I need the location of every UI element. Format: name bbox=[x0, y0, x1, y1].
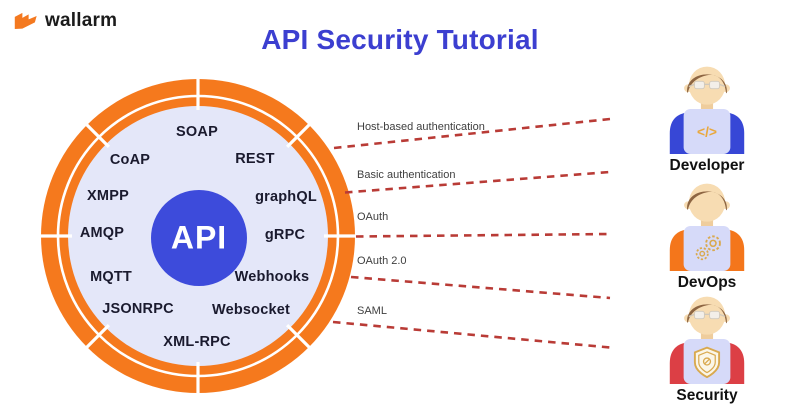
protocol-graphql: graphQL bbox=[255, 189, 317, 205]
api-hub-label: API bbox=[170, 219, 228, 256]
wallarm-logo: wallarm bbox=[13, 9, 117, 32]
shield-icon bbox=[693, 346, 721, 379]
auth-basic-label: Basic authentication bbox=[357, 169, 456, 181]
ring-segment-dividers bbox=[40, 79, 356, 394]
page-title: API Security Tutorial bbox=[261, 24, 539, 55]
protocol-webhooks: Webhooks bbox=[234, 269, 310, 285]
hair bbox=[687, 191, 727, 211]
persona-devops: DevOps bbox=[662, 181, 752, 292]
logo-wordmark: wallarm bbox=[45, 9, 118, 31]
protocol-rest: REST bbox=[235, 151, 275, 167]
glasses-icon bbox=[688, 310, 726, 320]
protocol-grpc: gRPC bbox=[264, 227, 306, 243]
hair bbox=[687, 304, 727, 324]
developer-avatar: </> bbox=[669, 66, 745, 154]
connector-oauth bbox=[355, 232, 611, 238]
protocol-soap: SOAP bbox=[176, 124, 218, 140]
persona-developer: </> Developer bbox=[662, 64, 752, 175]
auth-oauth-label: OAuth bbox=[357, 211, 389, 223]
devops-avatar bbox=[669, 183, 745, 271]
persona-security: Security bbox=[662, 294, 752, 405]
api-hub-circle bbox=[151, 190, 247, 286]
connector-oauth2 bbox=[350, 275, 611, 300]
devops-label: DevOps bbox=[677, 274, 737, 291]
protocol-mqtt: MQTT bbox=[90, 269, 132, 285]
hair bbox=[687, 74, 727, 94]
laptop bbox=[683, 109, 731, 154]
protocol-xmpp: XMPP bbox=[87, 188, 129, 204]
segmented-ring bbox=[40, 79, 356, 394]
connector-saml bbox=[332, 320, 611, 349]
glasses-icon bbox=[688, 80, 726, 90]
security-avatar bbox=[669, 296, 745, 384]
auth-host-based-label: Host-based authentication bbox=[357, 121, 485, 133]
developer-label: Developer bbox=[669, 157, 745, 174]
auth-oauth2-label: OAuth 2.0 bbox=[357, 255, 407, 267]
code-icon: </> bbox=[697, 124, 717, 140]
protocol-coap: CoAP bbox=[109, 152, 151, 168]
api-protocol-wheel: SOAP CoAP REST XMPP graphQL AMQP gRPC MQ… bbox=[40, 79, 356, 395]
protocol-amqp: AMQP bbox=[79, 225, 125, 241]
protocol-websocket: Websocket bbox=[211, 302, 291, 318]
face bbox=[688, 183, 726, 222]
protocol-xmlrpc: XML-RPC bbox=[163, 334, 231, 350]
security-label: Security bbox=[676, 387, 738, 404]
wallarm-flag-icon bbox=[14, 12, 37, 29]
gears-icon bbox=[695, 235, 721, 261]
protocol-jsonrpc: JSONRPC bbox=[102, 301, 174, 317]
auth-saml-label: SAML bbox=[357, 305, 387, 317]
laptop bbox=[683, 226, 731, 271]
